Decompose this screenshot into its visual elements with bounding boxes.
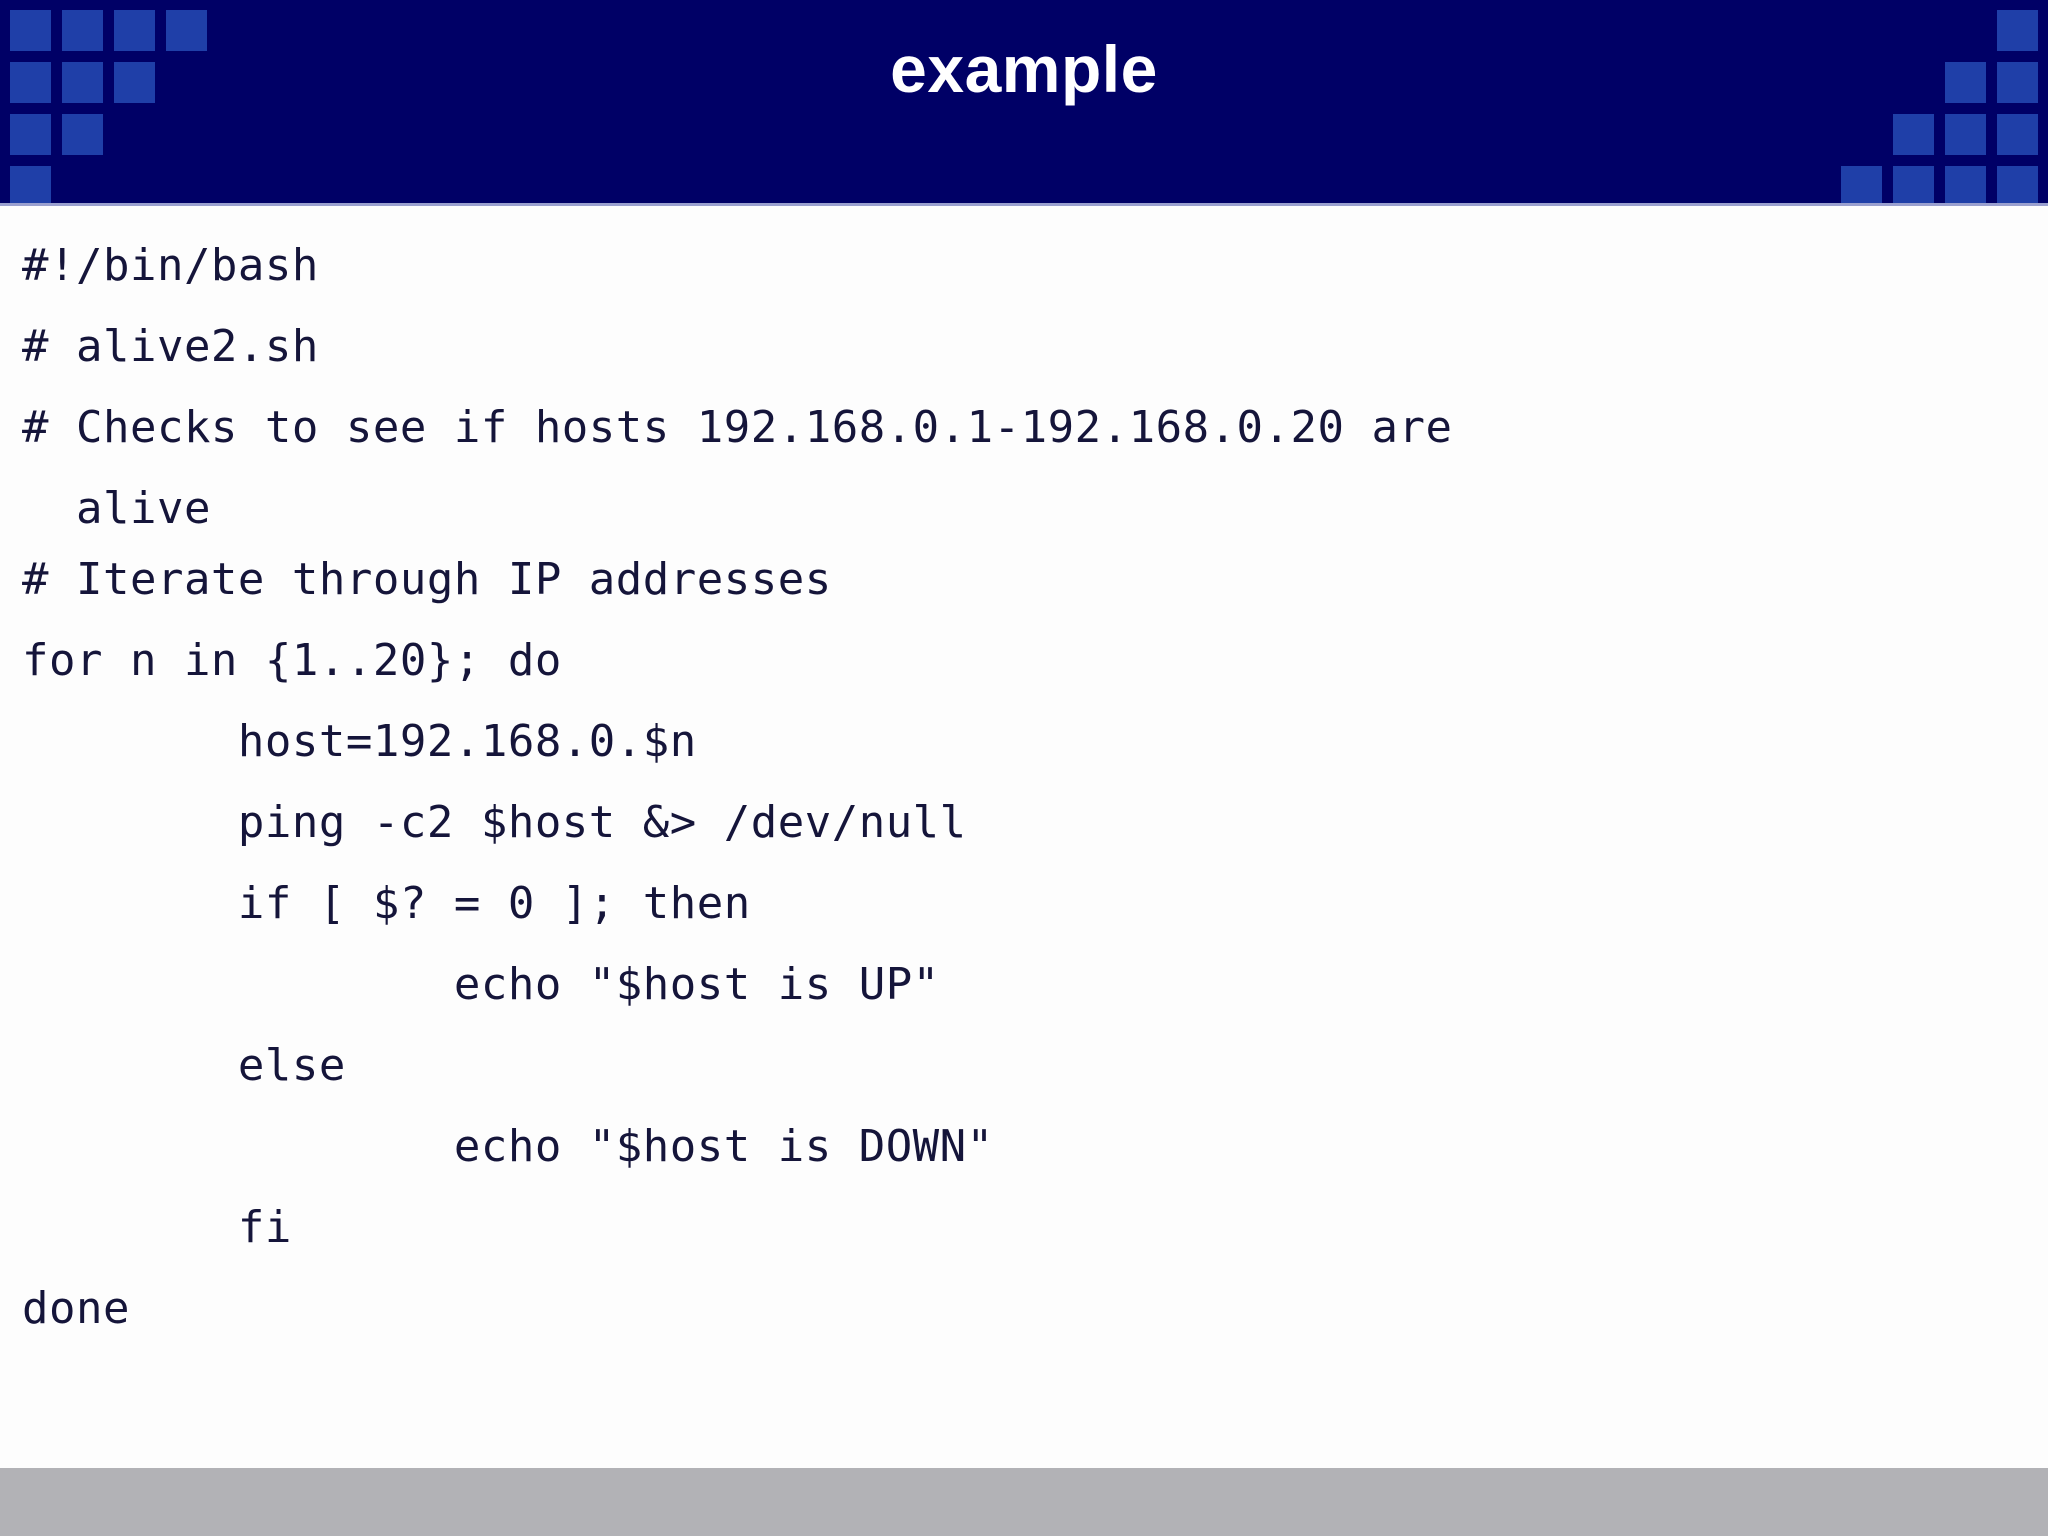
header-decoration-right bbox=[1788, 0, 2048, 205]
code-line: # Checks to see if hosts 192.168.0.1-192… bbox=[22, 402, 1453, 453]
decoration-square bbox=[1945, 166, 1986, 205]
decoration-square bbox=[1945, 62, 1986, 103]
decoration-square bbox=[10, 10, 51, 51]
code-line: if [ $? = 0 ]; then bbox=[22, 878, 751, 929]
code-line: echo "$host is DOWN" bbox=[22, 1121, 994, 1172]
decoration-square bbox=[62, 62, 103, 103]
code-line: else bbox=[22, 1040, 346, 1091]
decoration-square bbox=[1841, 166, 1882, 205]
slide-title: example bbox=[890, 31, 1158, 106]
decoration-square bbox=[62, 10, 103, 51]
code-line: for n in {1..20}; do bbox=[22, 635, 562, 686]
decoration-square bbox=[1945, 114, 1986, 155]
code-line: #!/bin/bash bbox=[22, 240, 319, 291]
decoration-square bbox=[10, 62, 51, 103]
code-line: echo "$host is UP" bbox=[22, 959, 940, 1010]
decoration-square bbox=[1997, 166, 2038, 205]
code-line: done bbox=[22, 1283, 130, 1334]
code-line: ping -c2 $host &> /dev/null bbox=[22, 797, 967, 848]
slide-footer-bar bbox=[0, 1468, 2048, 1536]
slide-header: example bbox=[0, 0, 2048, 205]
decoration-square bbox=[166, 10, 207, 51]
code-line: fi bbox=[22, 1202, 292, 1253]
decoration-square bbox=[62, 114, 103, 155]
decoration-square bbox=[10, 166, 51, 205]
code-line: # alive2.sh bbox=[22, 321, 319, 372]
code-block: #!/bin/bash # alive2.sh # Checks to see if… bbox=[0, 225, 2048, 1349]
decoration-square bbox=[1893, 114, 1934, 155]
code-line: alive bbox=[22, 483, 211, 534]
decoration-square bbox=[1997, 114, 2038, 155]
decoration-square bbox=[1997, 10, 2038, 51]
decoration-square bbox=[1893, 166, 1934, 205]
decoration-square bbox=[10, 114, 51, 155]
code-line: # Iterate through IP addresses bbox=[22, 554, 832, 605]
header-divider-rule bbox=[0, 203, 2048, 206]
code-line: host=192.168.0.$n bbox=[22, 716, 697, 767]
decoration-square bbox=[114, 10, 155, 51]
header-decoration-left bbox=[0, 0, 260, 205]
decoration-square bbox=[114, 62, 155, 103]
decoration-square bbox=[1997, 62, 2038, 103]
